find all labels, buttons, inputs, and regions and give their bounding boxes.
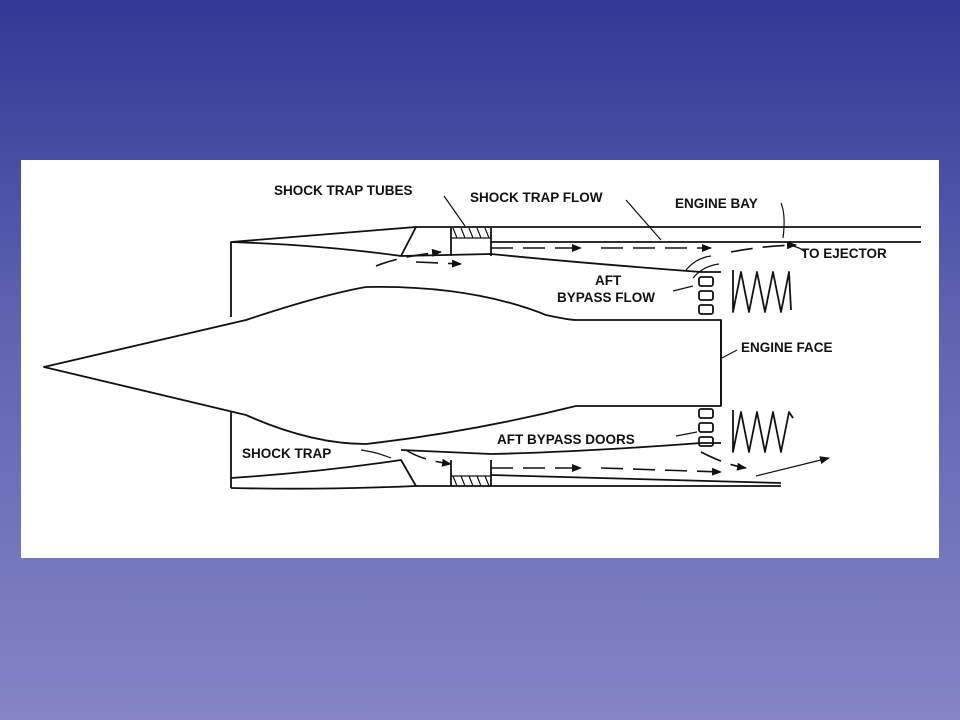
aft-bypass-flow-curve-1 xyxy=(685,255,712,271)
centerbody-spike xyxy=(43,285,722,445)
lower-compressor-blades xyxy=(732,410,794,453)
lower-trap-hatch xyxy=(452,475,490,487)
label-shock-trap-tubes: SHOCK TRAP TUBES xyxy=(274,183,413,198)
lower-cowl xyxy=(230,459,417,490)
upper-trap-hatch xyxy=(452,227,490,239)
engine-inlet-diagram: SHOCK TRAP TUBES SHOCK TRAP FLOW ENGINE … xyxy=(43,183,921,490)
upper-aft-bypass-doors xyxy=(698,276,714,315)
label-aft-bypass-doors: AFT BYPASS DOORS xyxy=(497,432,635,447)
label-bypass-flow: BYPASS FLOW xyxy=(557,290,655,305)
label-engine-bay: ENGINE BAY xyxy=(675,196,758,211)
lower-duct-outer xyxy=(490,474,782,484)
label-to-ejector: TO EJECTOR xyxy=(801,246,887,261)
label-engine-face: ENGINE FACE xyxy=(741,340,833,355)
lower-shock-trap-flow-arrows xyxy=(405,449,830,477)
lower-aft-bypass-doors xyxy=(698,408,714,447)
upper-compressor-blades xyxy=(732,270,792,313)
lower-duct-wall xyxy=(400,442,721,455)
aft-bypass-flow-curve-2 xyxy=(692,263,720,279)
upper-shock-trap-flow-arrows xyxy=(375,241,797,268)
label-shock-trap: SHOCK TRAP xyxy=(242,446,331,461)
label-shock-trap-flow: SHOCK TRAP FLOW xyxy=(470,190,603,205)
upper-duct-wall xyxy=(400,253,721,273)
label-aft: AFT xyxy=(595,273,622,288)
upper-cowl xyxy=(230,226,417,257)
leader-lines xyxy=(360,195,806,459)
inlet-diagram-panel: SHOCK TRAP TUBES SHOCK TRAP FLOW ENGINE … xyxy=(21,160,939,558)
